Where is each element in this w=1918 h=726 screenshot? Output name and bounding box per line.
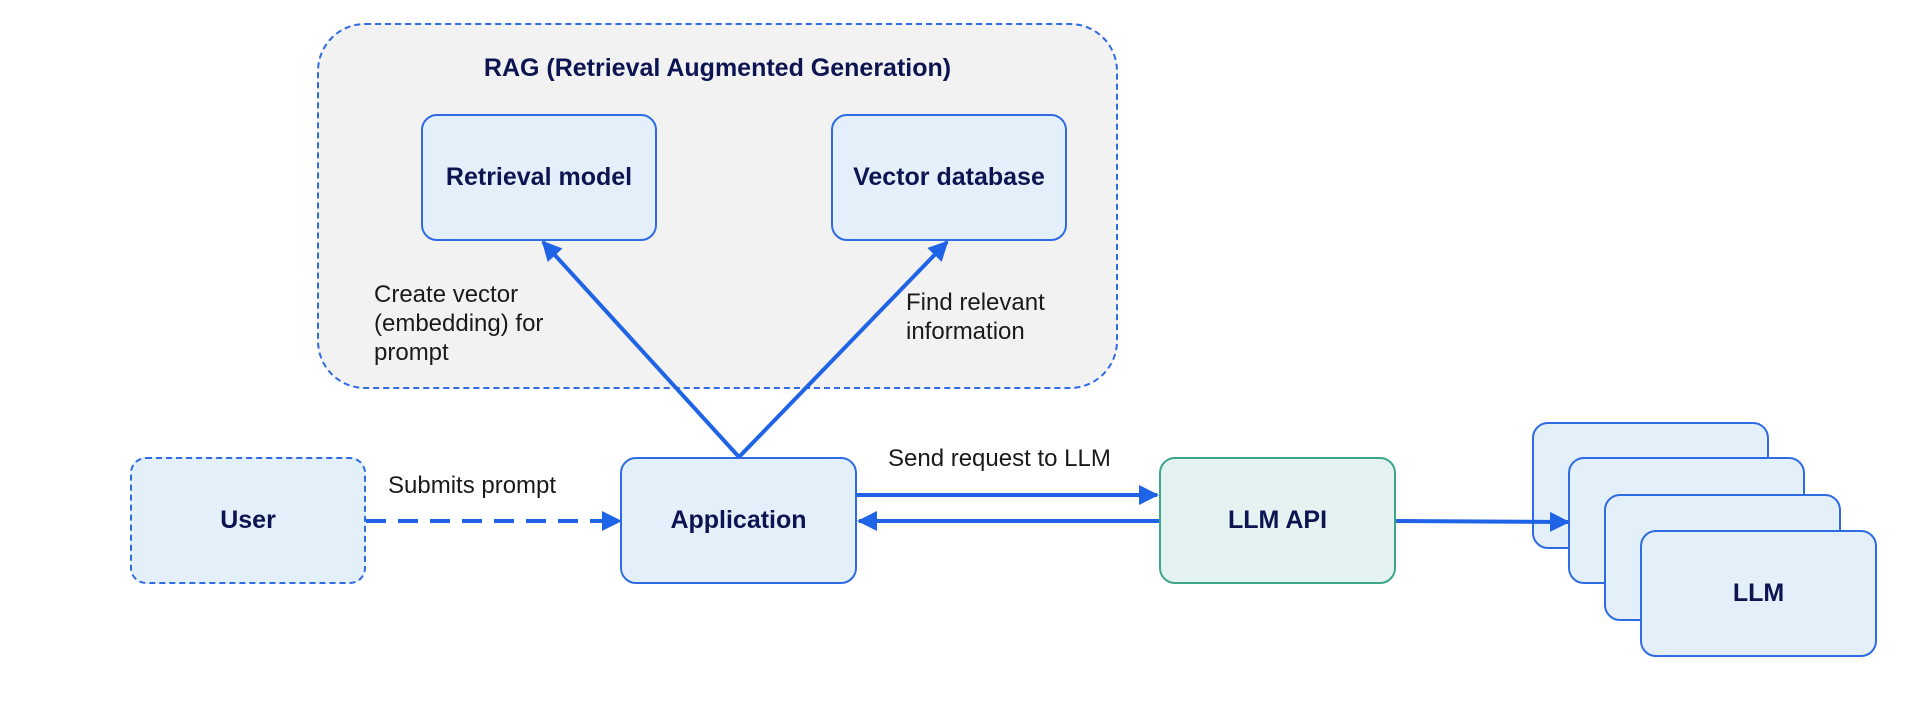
embed-prompt-label: Create vector (embedding) for prompt (374, 281, 544, 366)
user-node: User (130, 457, 366, 584)
llm-api-node: LLM API (1159, 457, 1396, 584)
llm-node: LLM (1640, 530, 1877, 657)
arrow-llm-api-to-llm (1395, 511, 1570, 532)
find-information-label: Find relevant information (906, 289, 1045, 345)
llm-label: LLM (1732, 579, 1785, 607)
application-label: Application (670, 506, 807, 534)
vector-database-label: Vector database (853, 163, 1045, 191)
rag-group-title: RAG (Retrieval Augmented Generation) (483, 54, 952, 82)
retrieval-model-label: Retrieval model (445, 163, 633, 191)
arrow-to-vector-database (737, 240, 949, 459)
submits-prompt-label: Submits prompt (388, 472, 557, 499)
application-node: Application (620, 457, 857, 584)
user-label: User (220, 506, 276, 534)
vector-database-node: Vector database (831, 114, 1067, 241)
retrieval-model-node: Retrieval model (421, 114, 657, 241)
llm-api-label: LLM API (1227, 506, 1328, 534)
arrow-to-retrieval-model (541, 240, 741, 459)
send-request-label: Send request to LLM (888, 445, 1111, 472)
